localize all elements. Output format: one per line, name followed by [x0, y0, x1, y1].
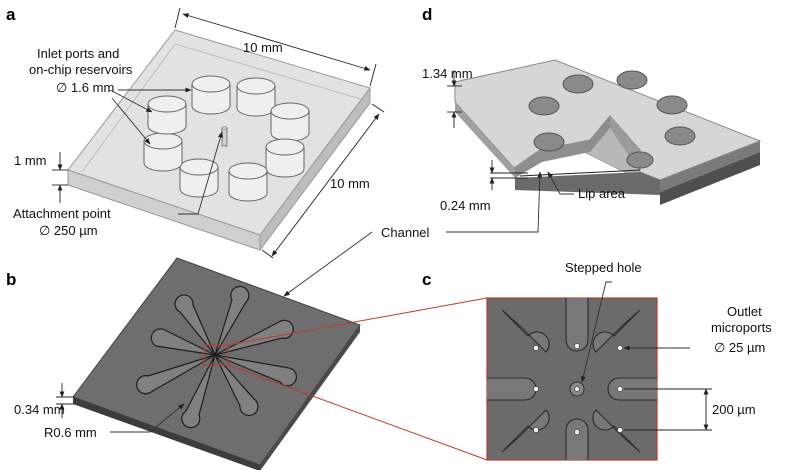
leader-channel-d: [446, 171, 543, 233]
channel-petal: [181, 354, 216, 429]
hole: [656, 95, 688, 115]
lip-area-label: Lip area: [578, 186, 626, 201]
outlet-label-line2: microports: [711, 320, 772, 335]
leader-inlet: [109, 87, 192, 145]
channel-tip: [565, 418, 589, 460]
panel-label-b: b: [6, 270, 16, 289]
reservoir: [143, 132, 183, 172]
thickness-b-label: 0.34 mm: [14, 402, 65, 417]
microport: [574, 429, 580, 435]
inlet-label-line1: Inlet ports and: [37, 46, 119, 61]
lip-depth-label: 0.24 mm: [440, 198, 491, 213]
reservoir: [179, 158, 219, 198]
hole: [528, 96, 560, 116]
zoom-box-small: [203, 344, 229, 366]
reservoir: [228, 162, 268, 202]
microport: [533, 345, 539, 351]
panel-b-channels: [136, 285, 297, 429]
panel-label-d: d: [422, 5, 432, 24]
channel-petal: [214, 354, 259, 417]
hole: [616, 70, 648, 90]
leader-radius: [110, 403, 185, 433]
channel-petal: [174, 294, 216, 356]
panel-d-holes: [528, 70, 696, 169]
panel-c-channels: [487, 298, 657, 460]
leader-channel-b: [283, 231, 373, 297]
reservoir: [270, 102, 310, 142]
channel-petal: [150, 328, 216, 356]
channel-petal: [136, 354, 216, 395]
hole: [533, 132, 565, 152]
channel-tip: [487, 377, 537, 401]
width-top-label: 10 mm: [243, 40, 283, 55]
microport: [533, 427, 539, 433]
panel-d-chip: [454, 59, 762, 205]
dim-thickness-b: [56, 383, 74, 418]
zoom-lines: [227, 297, 488, 461]
panel-b-chip: [72, 257, 361, 470]
stepped-hole: [569, 381, 585, 397]
channel-tip: [501, 409, 550, 453]
stepped-hole-label: Stepped hole: [565, 260, 642, 275]
inlet-diameter: ∅ 1.6 mm: [56, 80, 114, 95]
thickness-a-label: 1 mm: [14, 153, 47, 168]
hole: [626, 151, 654, 169]
attachment-pin: [221, 126, 228, 147]
reservoir: [265, 138, 305, 178]
channel-tip: [501, 309, 550, 353]
reservoir: [191, 75, 231, 115]
attachment-label-line2: ∅ 250 µm: [39, 223, 98, 238]
channel-tip: [592, 409, 641, 453]
dim-thickness-a: [52, 152, 68, 203]
leader-lip-area: [547, 171, 574, 195]
outlet-microports: [533, 343, 623, 435]
channel-tip: [565, 298, 589, 352]
microport: [617, 427, 623, 433]
channel-label: Channel: [381, 225, 430, 240]
panel-label-a: a: [6, 5, 16, 24]
microport: [533, 386, 539, 392]
dim-thickness-d: [447, 70, 462, 128]
reservoir: [147, 95, 187, 135]
dim-pitch: [624, 388, 712, 431]
reservoir: [236, 77, 276, 117]
hole: [562, 74, 594, 94]
channel-petal: [214, 285, 250, 356]
channel-petal: [214, 354, 297, 387]
channel-petal: [214, 319, 294, 356]
microport: [574, 343, 580, 349]
radius-label: R0.6 mm: [44, 425, 97, 440]
width-side-label: 10 mm: [330, 176, 370, 191]
outlet-label-line1: Outlet: [727, 304, 762, 319]
hole: [664, 126, 696, 146]
outlet-diameter: ∅ 25 µm: [714, 340, 765, 355]
inlet-label-line2: on-chip reservoirs: [29, 62, 133, 77]
dim-width-top: [174, 7, 377, 87]
microport: [617, 345, 623, 351]
leader-stepped-hole: [580, 281, 612, 383]
attachment-label-line1: Attachment point: [13, 206, 111, 221]
channel-tip: [592, 309, 641, 353]
pitch-label: 200 µm: [712, 402, 756, 417]
microport: [617, 386, 623, 392]
thickness-d-label: 1.34 mm: [422, 66, 473, 81]
panel-label-c: c: [422, 270, 431, 289]
dim-lip-depth: [489, 160, 528, 190]
leader-attachment: [178, 131, 223, 215]
dim-width-side: [261, 103, 385, 259]
